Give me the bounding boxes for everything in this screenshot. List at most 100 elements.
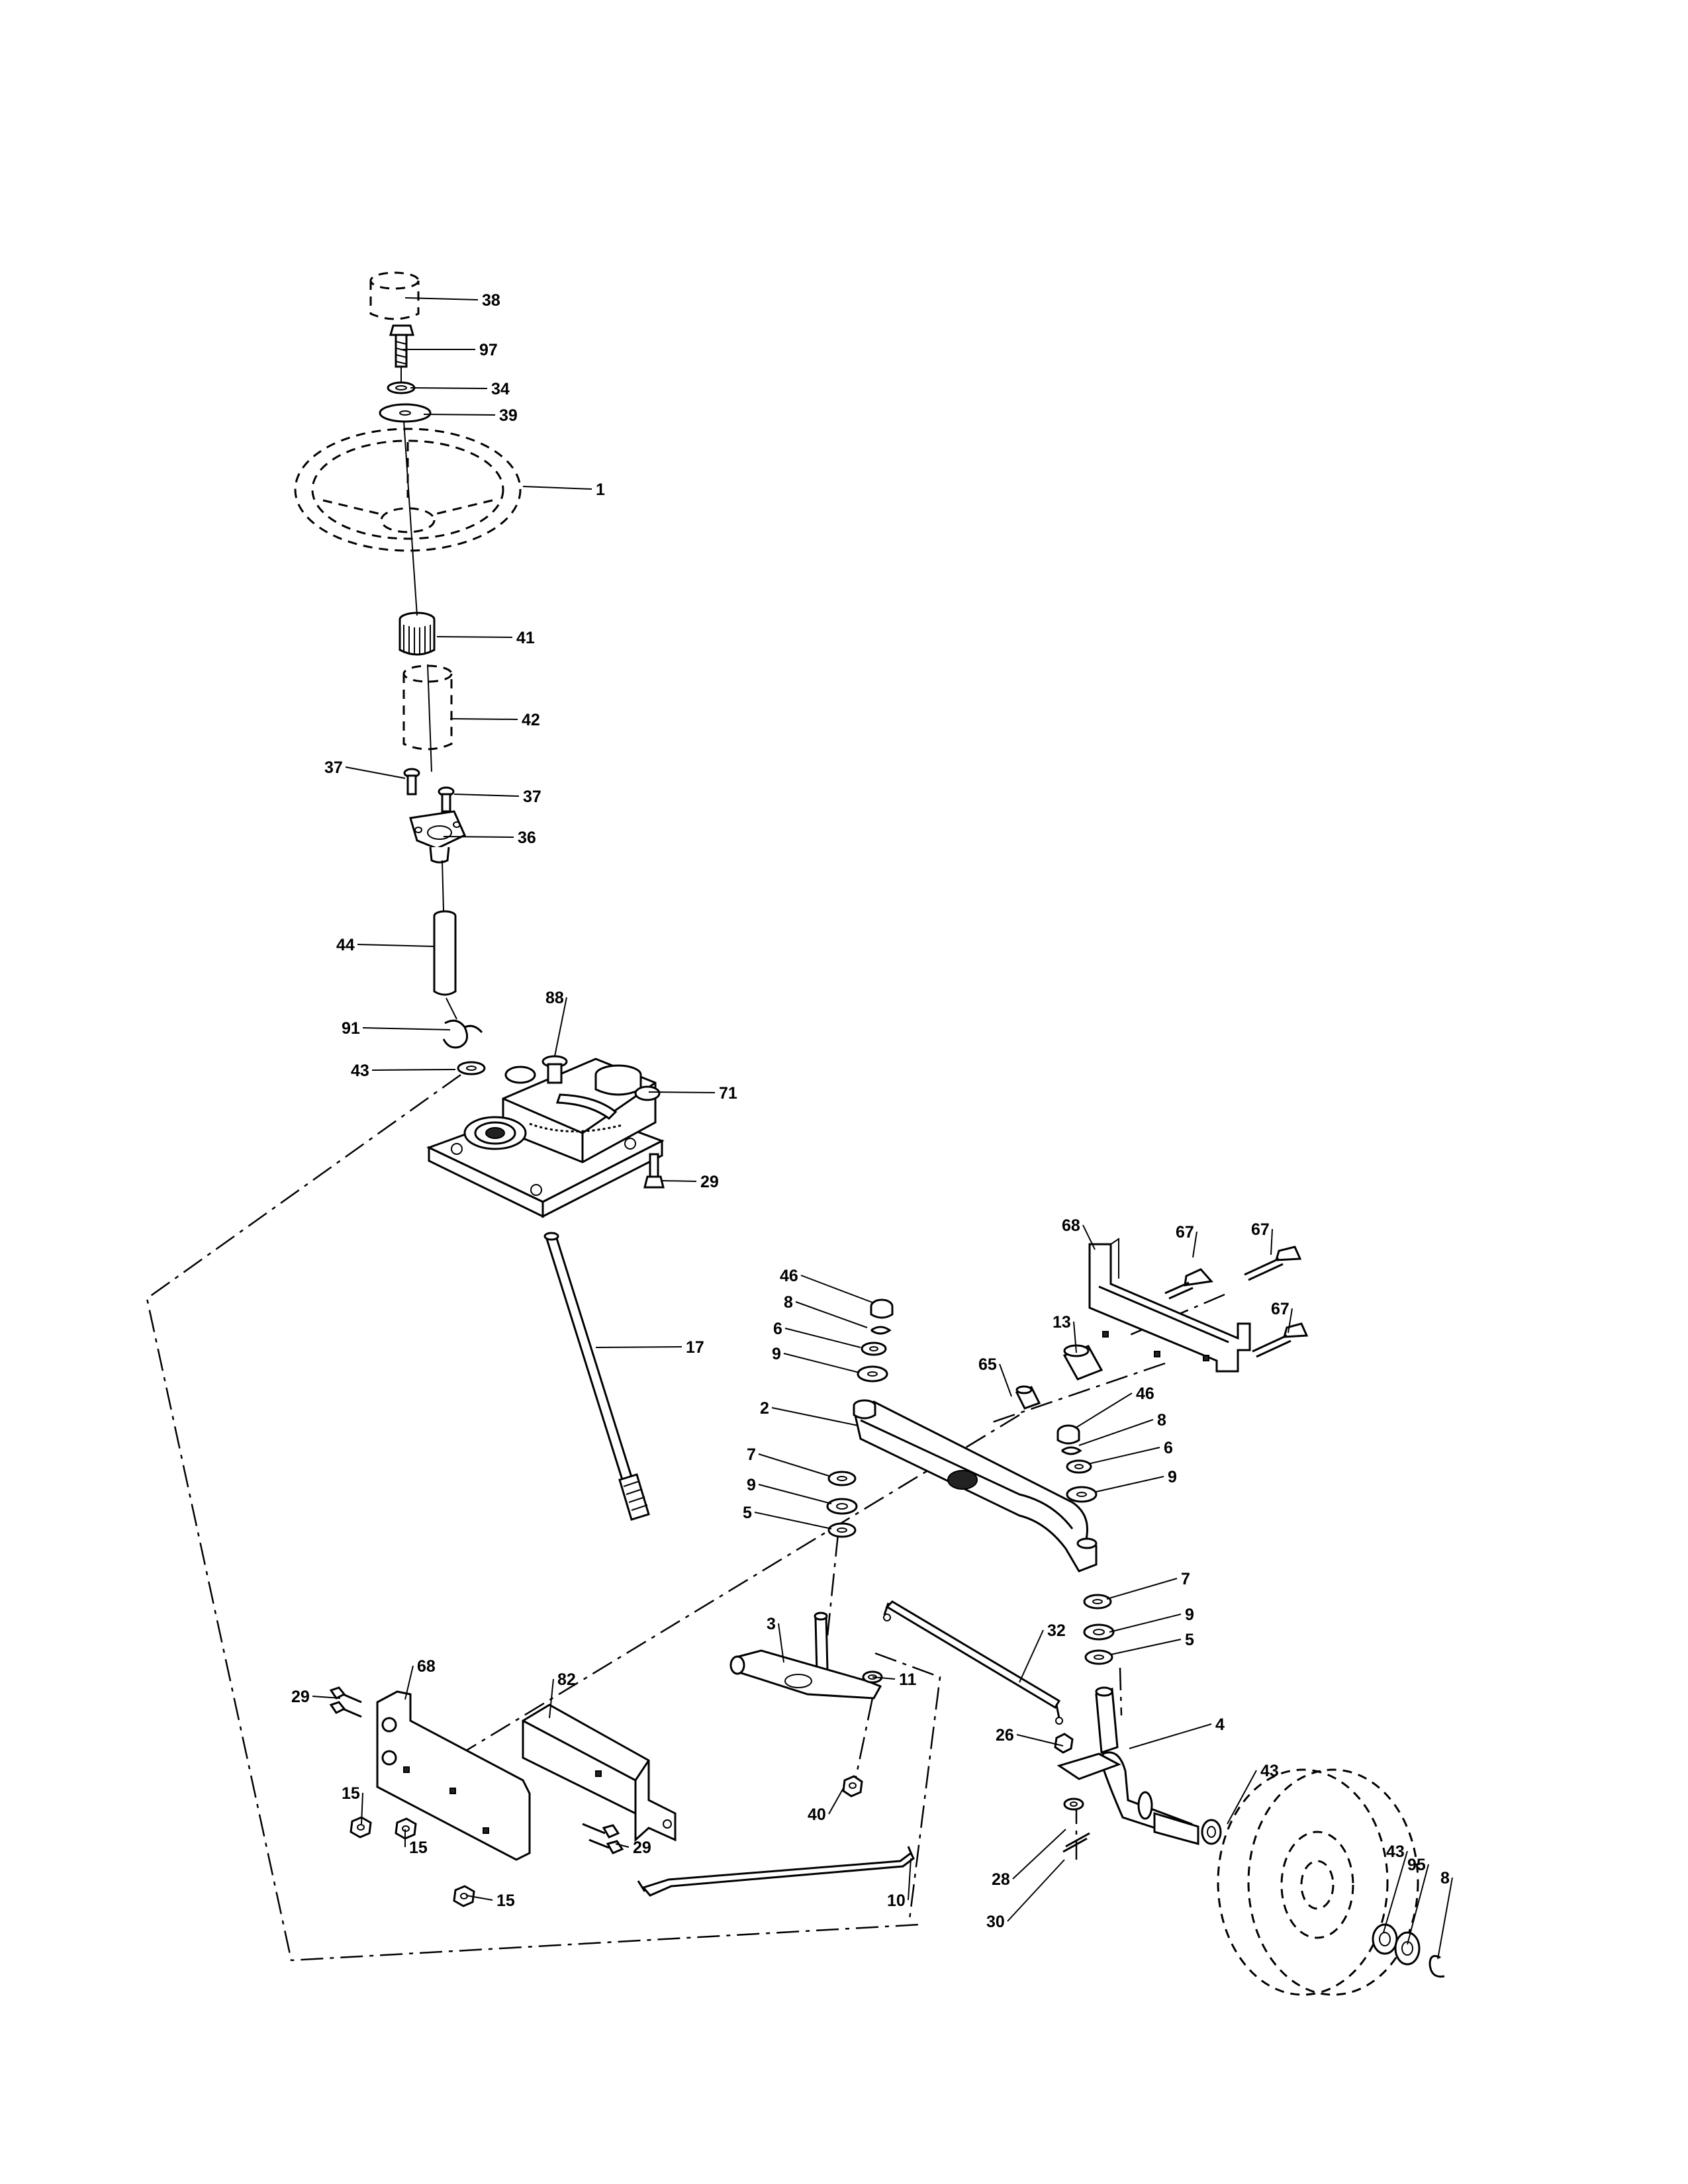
leader-c3	[778, 1623, 784, 1663]
callout-c67a: 67	[1176, 1223, 1194, 1242]
callout-c3: 3	[767, 1615, 776, 1633]
callout-c15b: 15	[409, 1839, 428, 1857]
callout-c42: 42	[522, 711, 540, 729]
callout-c5b: 5	[1185, 1631, 1194, 1649]
leader-c82	[549, 1678, 554, 1719]
gear-box-71	[426, 1055, 665, 1218]
nut-26	[1054, 1733, 1074, 1754]
callout-c29b: 29	[291, 1688, 310, 1706]
callout-c28: 28	[992, 1870, 1010, 1889]
leader-c95	[1407, 1864, 1429, 1945]
leader-c13	[1073, 1321, 1077, 1353]
washer-7-left	[827, 1471, 857, 1486]
bracket-68-lower	[376, 1690, 531, 1861]
callout-c13: 13	[1053, 1313, 1071, 1332]
callout-c39: 39	[499, 406, 518, 425]
callout-c15c: 15	[496, 1891, 515, 1910]
leader-c71	[648, 1091, 716, 1093]
leader-c8a	[795, 1301, 868, 1328]
washer-43-wheel	[1372, 1923, 1398, 1955]
callout-c2: 2	[760, 1399, 769, 1418]
pin-65	[1015, 1385, 1041, 1410]
washer-43-axle	[1201, 1819, 1222, 1845]
leader-c91	[362, 1027, 451, 1030]
callout-c9a: 9	[772, 1345, 781, 1363]
leader-c43a	[371, 1069, 456, 1071]
bracket-82	[522, 1704, 677, 1843]
washer-6-left	[861, 1342, 887, 1356]
leader-c8b	[1078, 1419, 1154, 1446]
bracket-68-upper	[1088, 1238, 1251, 1373]
bolt-97	[389, 324, 414, 368]
leader-c37a	[345, 766, 406, 779]
leader-c29b	[312, 1696, 341, 1699]
leader-c32	[1019, 1629, 1044, 1683]
washer-9-right-top	[1066, 1486, 1098, 1503]
leader-c4	[1129, 1723, 1212, 1749]
nut-40	[842, 1775, 863, 1797]
steering-wheel-1	[294, 428, 522, 552]
washer-28	[1063, 1797, 1084, 1811]
bracket-36	[409, 810, 466, 864]
callout-c4: 4	[1215, 1715, 1225, 1734]
leader-c44	[357, 944, 435, 947]
spindle-4	[1056, 1686, 1199, 1845]
bushing-13	[1062, 1344, 1103, 1381]
leader-c46a	[800, 1275, 873, 1303]
leader-c43c	[1383, 1850, 1408, 1933]
leader-c7b	[1106, 1578, 1178, 1600]
leader-c88	[554, 997, 567, 1057]
leader-c43b	[1227, 1770, 1257, 1825]
leader-c6a	[784, 1328, 861, 1348]
leader-c39	[423, 414, 496, 416]
leader-c68b	[404, 1665, 414, 1700]
washer-9-right-mid	[1083, 1623, 1115, 1641]
washer-9-left-top	[857, 1365, 888, 1383]
callout-c9b: 9	[1168, 1468, 1177, 1486]
callout-c43c: 43	[1386, 1843, 1405, 1861]
leader-c9d	[1109, 1614, 1182, 1633]
callout-c40: 40	[808, 1805, 826, 1824]
washer-5-right	[1084, 1649, 1113, 1665]
callout-c9d: 9	[1185, 1606, 1194, 1624]
callout-c9c: 9	[747, 1476, 756, 1494]
callout-c41: 41	[516, 629, 535, 647]
leader-c10	[908, 1858, 912, 1901]
leader-c30	[1007, 1859, 1065, 1922]
bolt-29-lower-right	[582, 1823, 624, 1854]
callout-c38: 38	[482, 291, 500, 310]
callout-c6a: 6	[773, 1320, 782, 1338]
leader-c65	[999, 1363, 1012, 1397]
nut-15-c	[453, 1885, 475, 1907]
leader-c2	[771, 1407, 859, 1426]
shaft-17	[543, 1232, 650, 1521]
callout-c67b: 67	[1251, 1220, 1270, 1239]
callout-c82: 82	[557, 1670, 576, 1689]
cap-46-right	[1056, 1424, 1080, 1445]
bolt-29-gear	[643, 1153, 665, 1189]
bolt-67-a	[1164, 1268, 1213, 1300]
nut-15-a	[350, 1816, 372, 1839]
leader-c9a	[783, 1353, 860, 1373]
callout-c65: 65	[978, 1355, 997, 1374]
adapter-41	[399, 612, 436, 656]
washer-7-right	[1083, 1594, 1112, 1610]
leader-c68a	[1082, 1224, 1096, 1250]
callout-c30: 30	[986, 1913, 1005, 1931]
screw-37-left	[403, 768, 420, 796]
leader-c15c	[465, 1895, 493, 1901]
callout-c46a: 46	[780, 1267, 798, 1285]
callout-c34: 34	[491, 380, 510, 398]
callout-c71: 71	[719, 1084, 737, 1103]
callout-c43a: 43	[351, 1062, 369, 1080]
callout-c44: 44	[336, 936, 355, 954]
bolt-67-c	[1252, 1322, 1309, 1358]
leader-c8c	[1437, 1877, 1453, 1960]
leader-c7a	[758, 1453, 829, 1477]
callout-c32: 32	[1047, 1621, 1066, 1640]
cap-46-left	[870, 1298, 894, 1319]
leader-c37b	[453, 794, 520, 797]
screw-37-right	[438, 786, 455, 813]
